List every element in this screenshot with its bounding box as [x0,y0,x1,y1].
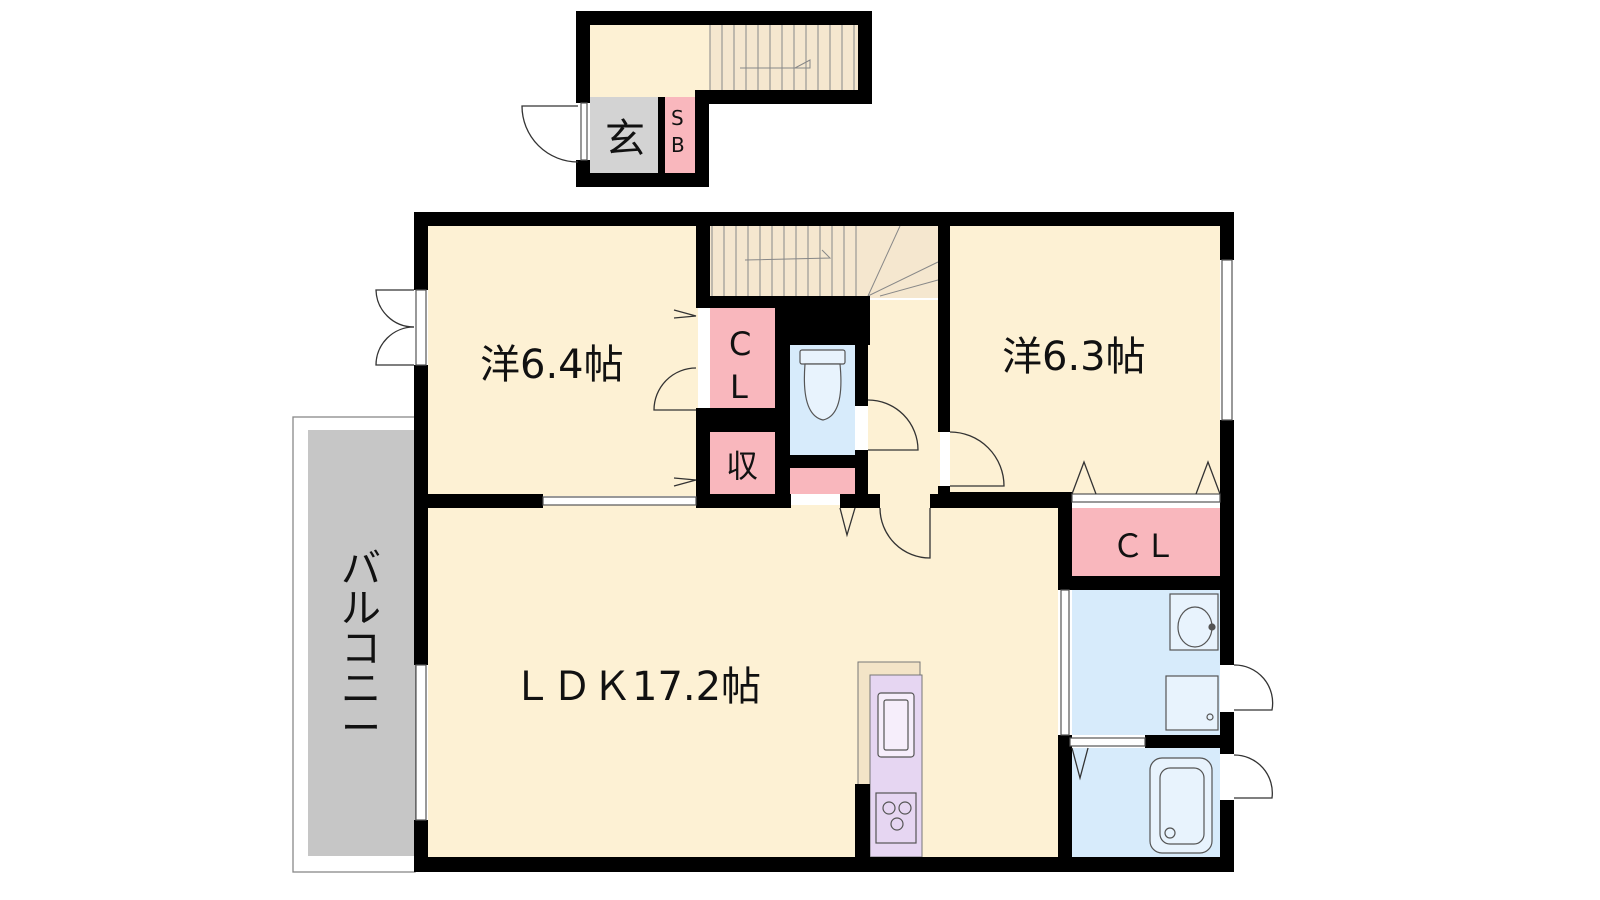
shoe-box-label-b: B [671,133,685,157]
closet-right-label: ＣＬ [1112,527,1176,565]
balcony-label: バ ル コ ニ ー [341,546,381,752]
svg-text:ニ: ニ [341,666,381,712]
ldk-room [428,505,1058,857]
door-icons [375,289,1274,799]
entrance-label: 玄 [605,116,645,162]
window-left-room [415,289,427,366]
svg-text:バ: バ [341,546,381,592]
svg-text:コ: コ [341,626,381,672]
sliding-door-washroom [1060,589,1070,736]
western-room-left [428,226,698,496]
storage-left [710,432,775,494]
ldk-label: ＬＤＫ17.2帖 [512,664,761,710]
main-stairs-icon [710,225,939,298]
washing-machine-icon [1165,675,1219,731]
hallway [868,300,940,496]
western-room-right-label: 洋6.3帖 [1002,334,1146,380]
closet-left-label-l: L [730,368,748,406]
western-room-left-label: 洋6.4帖 [480,342,624,388]
washbasin-icon [1169,593,1219,651]
shoe-box [665,97,695,177]
svg-text:ー: ー [341,706,381,752]
toilet-icon [799,349,846,421]
western-room-right [950,226,1220,496]
closet-right-doors [1071,493,1221,503]
window-ldk [415,664,427,821]
sliding-door-left-room [542,496,697,506]
svg-text:ル: ル [341,586,381,632]
entrance-level: 玄 S B [521,11,872,187]
main-level: バ ル コ ニ ー [292,212,1274,873]
entrance-door-icon [521,105,579,163]
kitchen-sink-icon [877,692,915,758]
closet-right [1072,508,1220,576]
bath-entry [1069,737,1146,747]
closet-left-label-c: C [729,325,751,363]
closet-left [710,308,775,408]
gas-stove-icon [875,792,917,844]
shoe-box-label-s: S [671,106,684,130]
entrance-floor [590,97,665,177]
window-right-room [1221,259,1233,421]
storage-label: 収 [726,447,758,485]
storage-small [790,468,855,494]
balcony [308,430,415,856]
bathtub-icon [1149,757,1213,854]
stairs-icon [709,25,860,97]
